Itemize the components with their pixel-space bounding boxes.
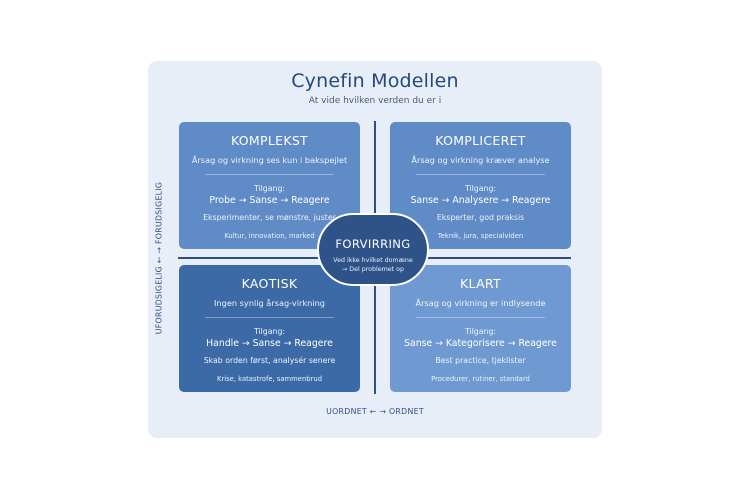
practice-text: Skab orden først, analysér senere: [203, 356, 336, 365]
quadrant-title: KOMPLICERET: [435, 133, 526, 148]
practice-text: Eksperimenter, se mønstre, juster: [203, 213, 336, 222]
diagram-subtitle: At vide hvilken verden du er i: [308, 96, 442, 106]
approach-steps: Handle → Sanse → Reagere: [206, 338, 333, 349]
center-description: Ved ikke hvilket domæne → Del problemet …: [325, 256, 421, 274]
approach-steps: Sanse → Analysere → Reagere: [410, 195, 551, 206]
quadrant-title: KOMPLEKST: [230, 133, 308, 148]
center-line-2: → Del problemet op: [341, 266, 404, 273]
quadrant-title: KLART: [460, 276, 501, 291]
center-title: FORVIRRING: [335, 237, 411, 251]
approach-steps: Probe → Sanse → Reagere: [209, 195, 330, 206]
quadrant-title: KAOTISK: [241, 276, 298, 291]
diagram-title: Cynefin Modellen: [291, 70, 459, 92]
examples-text: Procedurer, rutiner, standard: [431, 375, 530, 383]
examples-text: Krise, katastrofe, sammenbrud: [216, 375, 323, 383]
quadrant-description: Årsag og virkning ses kun i bakspejlet: [191, 155, 348, 165]
quadrant-description: Årsag og virkning kræver analyse: [411, 155, 550, 165]
approach-label: Tilgang:: [464, 327, 497, 336]
center-line-1: Ved ikke hvilket domæne: [333, 257, 413, 264]
quadrant-divider: [205, 174, 334, 175]
examples-text: Kultur, innovation, marked: [224, 232, 315, 240]
approach-label: Tilgang:: [253, 184, 286, 193]
quadrant-description: Ingen synlig årsag-virkning: [214, 298, 325, 308]
practice-text: Eksperter, god praksis: [436, 213, 525, 222]
quadrant-divider: [205, 317, 334, 318]
quadrant-divider: [416, 317, 545, 318]
quadrant-description: Årsag og virkning er indlysende: [415, 298, 546, 308]
quadrant-divider: [416, 174, 545, 175]
quadrant-clear: KLART Årsag og virkning er indlysende Ti…: [390, 265, 571, 392]
examples-text: Teknik, jura, specialviden: [437, 232, 524, 240]
approach-steps: Sanse → Kategorisere → Reagere: [404, 338, 557, 349]
approach-label: Tilgang:: [253, 327, 286, 336]
practice-text: Best practice, tjeklister: [435, 356, 526, 365]
quadrant-chaotic: KAOTISK Ingen synlig årsag-virkning Tilg…: [179, 265, 360, 392]
approach-label: Tilgang:: [464, 184, 497, 193]
y-axis-label: UFORUDSIGELIG ← → FORUDSIGELIG: [154, 181, 164, 335]
x-axis-label: UORDNET ← → ORDNET: [326, 407, 424, 416]
center-confusion-node: FORVIRRING Ved ikke hvilket domæne → Del…: [317, 213, 429, 286]
